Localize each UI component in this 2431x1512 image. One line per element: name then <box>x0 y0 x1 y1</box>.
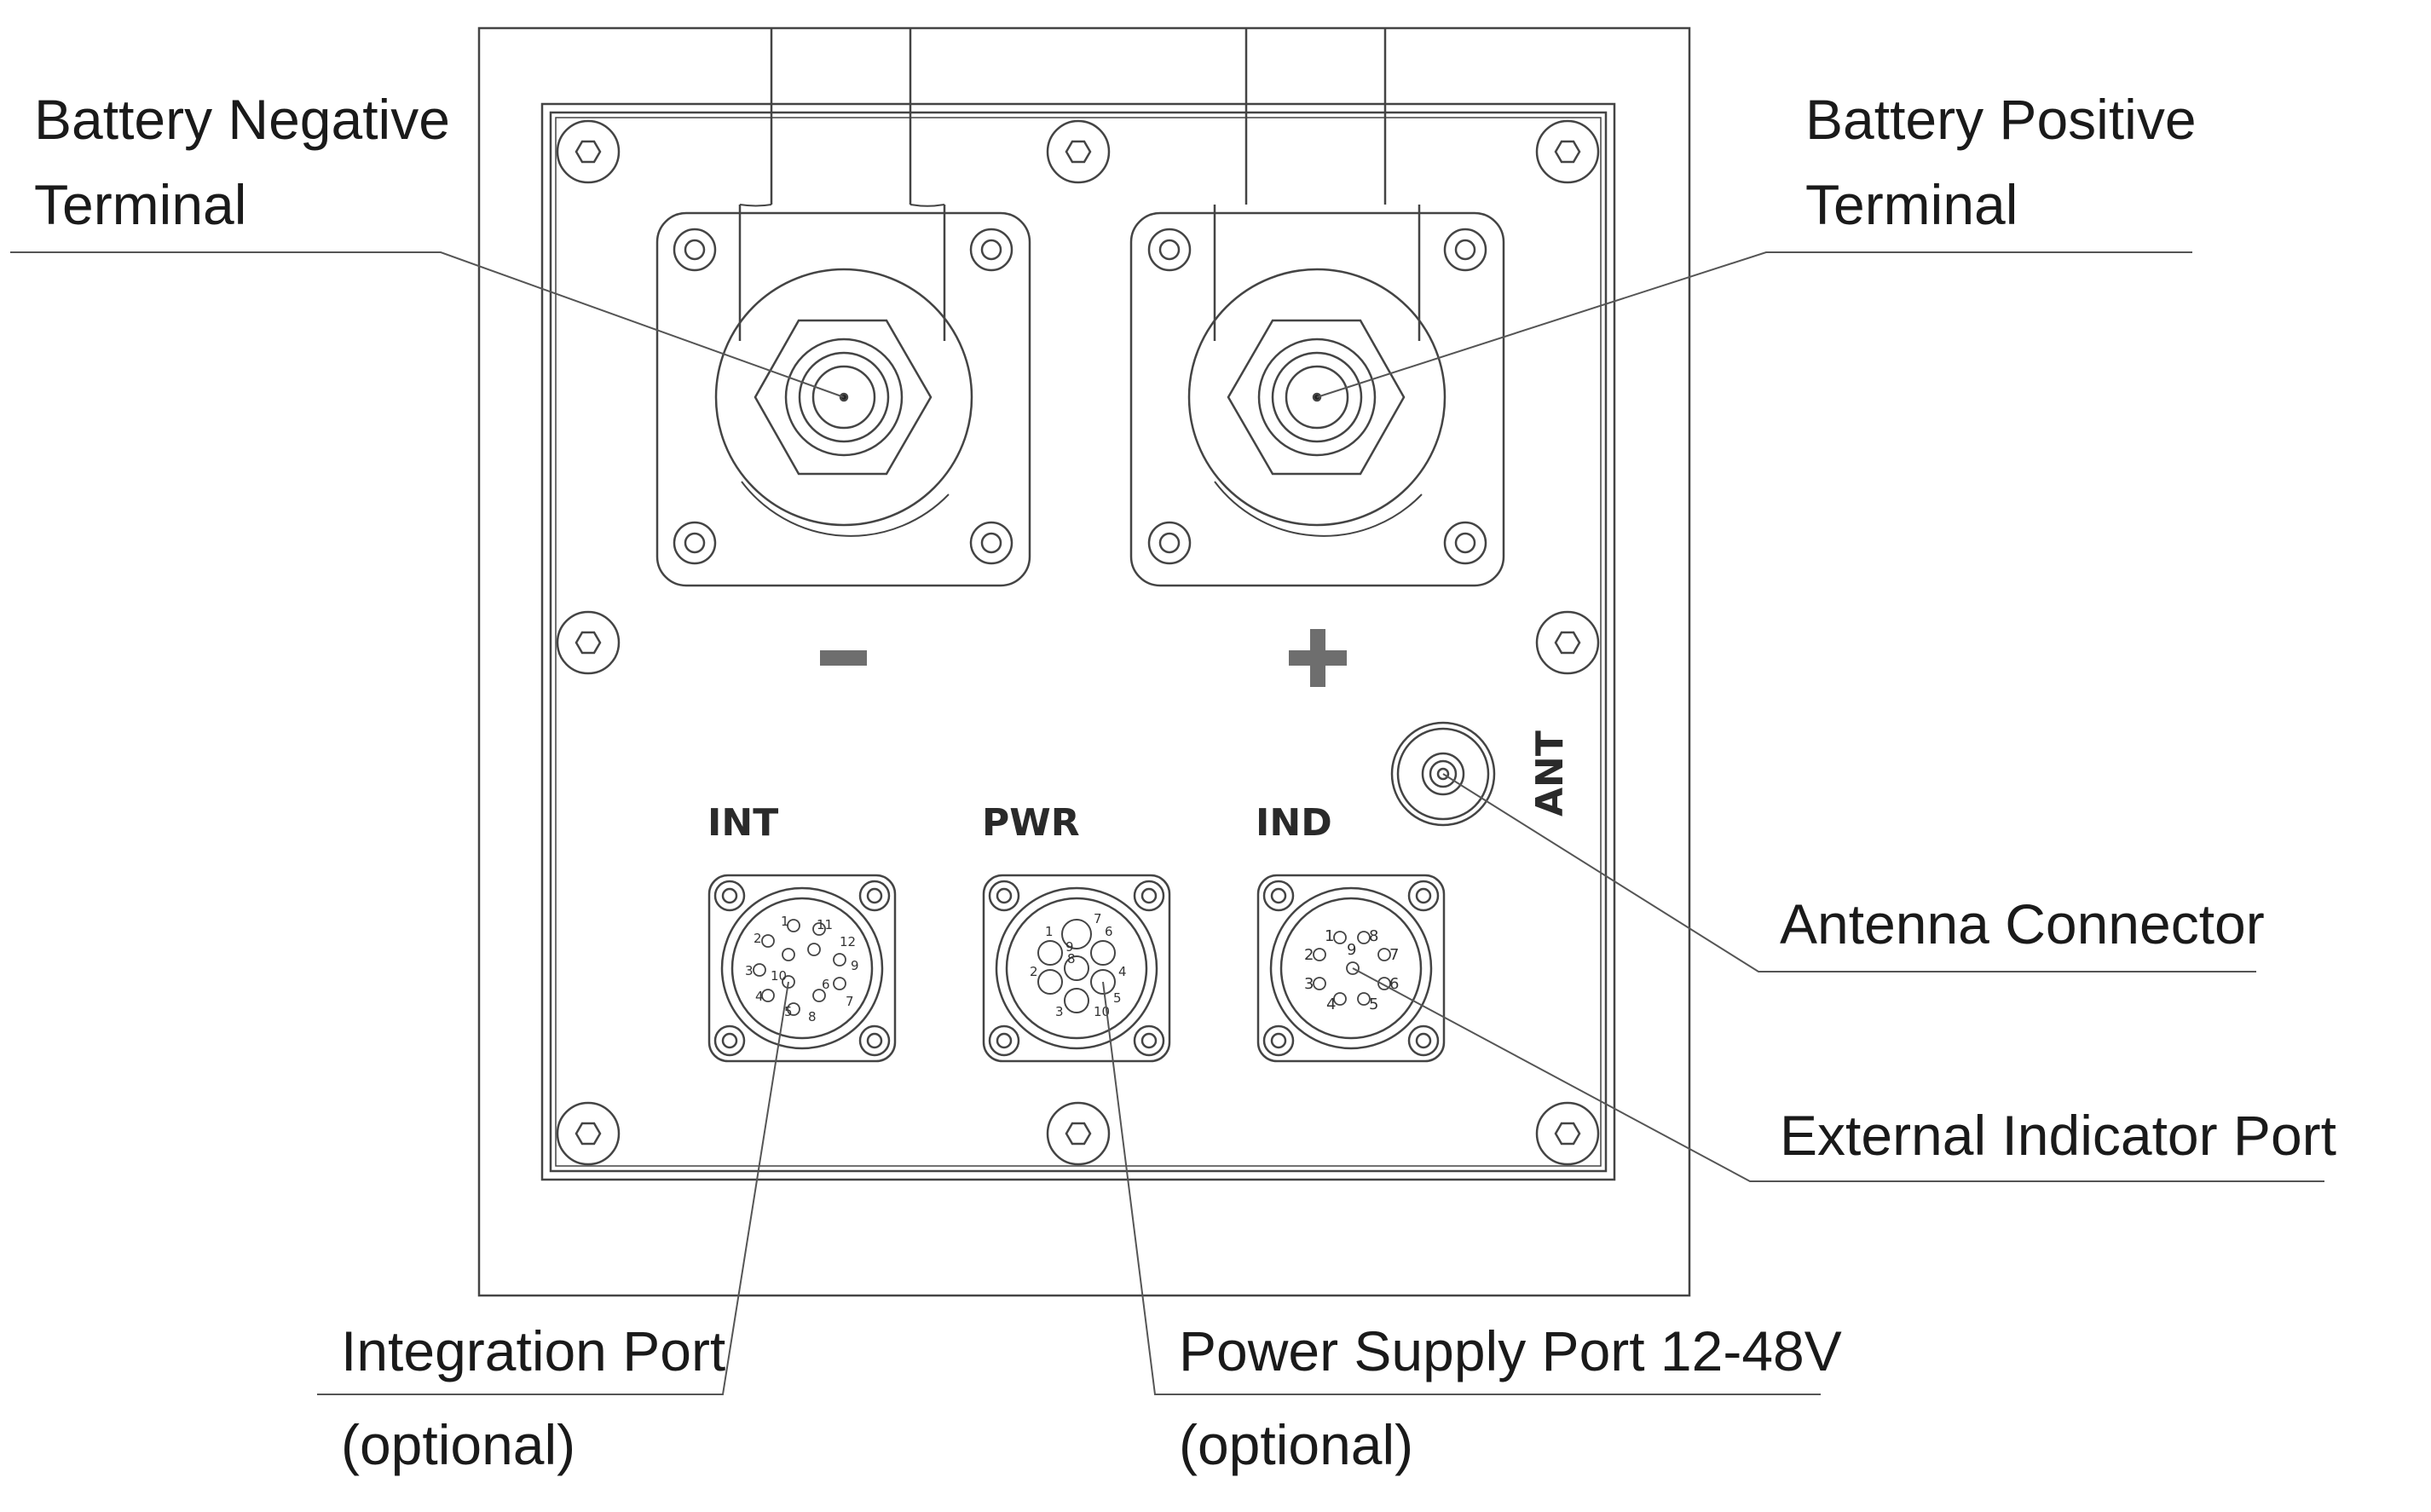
leader-external-indicator <box>1352 967 2324 1182</box>
battery-positive-terminal <box>1129 205 1505 587</box>
panel-screws <box>556 119 1600 1166</box>
pwr-pin-label: 1 <box>1045 924 1054 939</box>
leader-lines <box>10 251 2324 1395</box>
ind-label: IND <box>1256 801 1332 845</box>
external-indicator-label: External Indicator Port <box>1780 1104 2336 1167</box>
ind-pin-label: 7 <box>1389 946 1399 964</box>
int-label: INT <box>707 801 778 845</box>
battery-negative-callout: Battery Negative Terminal <box>34 77 450 247</box>
antenna-connector <box>1390 721 1496 827</box>
ind-pin-label: 8 <box>1369 927 1378 945</box>
pwr-pin-label: 9 <box>1065 939 1074 955</box>
ind-pin-label: 5 <box>1369 995 1378 1013</box>
battery-negative-label-line1: Battery Negative <box>34 88 450 151</box>
leader-battery-positive <box>1316 251 2192 398</box>
int-pin-label: 4 <box>755 989 764 1004</box>
ind-pin-label: 9 <box>1347 941 1356 959</box>
leader-battery-negative <box>10 251 845 398</box>
int-pin-label: 1 <box>781 914 789 929</box>
minus-mark <box>820 650 867 666</box>
leader-power-supply <box>1102 981 1821 1395</box>
battery-positive-callout: Battery Positive Terminal <box>1805 77 2197 247</box>
ind-pin-label: 3 <box>1304 975 1314 993</box>
external-indicator-callout: External Indicator Port <box>1780 1093 2336 1178</box>
outer-plate <box>477 26 1691 1297</box>
battery-cables <box>770 28 1387 205</box>
plus-mark <box>1289 629 1347 687</box>
leader-integration <box>317 981 789 1395</box>
battery-negative-label-line2: Terminal <box>34 173 247 236</box>
pwr-pin-label: 5 <box>1113 990 1122 1006</box>
pwr-pin-label: 7 <box>1094 911 1102 926</box>
pwr-pin-label: 4 <box>1118 964 1127 979</box>
power-supply-callout: Power Supply Port 12-48V (optional) <box>1179 1304 1842 1492</box>
ind-pin-label: 2 <box>1304 946 1314 964</box>
pwr-pin-label: 6 <box>1105 924 1113 939</box>
power-supply-label-line2: (optional) <box>1179 1413 1414 1476</box>
int-pin-label: 9 <box>851 958 859 973</box>
antenna-callout: Antenna Connector <box>1780 881 2265 967</box>
ind-connector: 1 2 3 4 5 6 7 8 9 <box>1256 874 1446 1063</box>
ind-pin-label: 4 <box>1326 995 1336 1013</box>
ind-pin-label: 1 <box>1325 927 1334 945</box>
int-pin-label: 12 <box>840 934 856 949</box>
int-pin-label: 6 <box>822 977 830 992</box>
int-pin-label: 7 <box>846 994 854 1009</box>
battery-positive-label-line1: Battery Positive <box>1805 88 2197 151</box>
pwr-label: PWR <box>982 801 1080 845</box>
pwr-pin-label: 8 <box>1067 951 1076 967</box>
int-connector: 1 2 3 4 5 6 7 8 9 10 11 12 <box>707 874 897 1063</box>
antenna-label: Antenna Connector <box>1780 892 2265 955</box>
battery-negative-terminal <box>655 204 1031 587</box>
ant-label: ANT <box>1528 730 1572 817</box>
int-pin-label: 2 <box>754 931 762 946</box>
int-pin-label: 5 <box>784 1004 793 1019</box>
integration-label-line2: (optional) <box>341 1413 576 1476</box>
pwr-pin-label: 3 <box>1055 1004 1064 1019</box>
int-pin-label: 8 <box>808 1009 817 1024</box>
power-supply-label-line1: Power Supply Port 12-48V <box>1179 1319 1842 1382</box>
int-pin-label: 11 <box>817 917 833 932</box>
inner-panel <box>540 102 1616 1181</box>
int-pin-label: 10 <box>771 968 787 984</box>
integration-label-line1: Integration Port <box>341 1319 726 1382</box>
pwr-pin-label: 2 <box>1030 964 1038 979</box>
pwr-connector: 1 2 3 4 5 6 7 8 9 10 <box>982 874 1171 1063</box>
integration-callout: Integration Port (optional) <box>341 1304 725 1492</box>
ind-pin-label: 6 <box>1389 975 1399 993</box>
battery-positive-label-line2: Terminal <box>1805 173 2018 236</box>
int-pin-label: 3 <box>745 963 754 978</box>
leader-antenna <box>1442 773 2256 972</box>
